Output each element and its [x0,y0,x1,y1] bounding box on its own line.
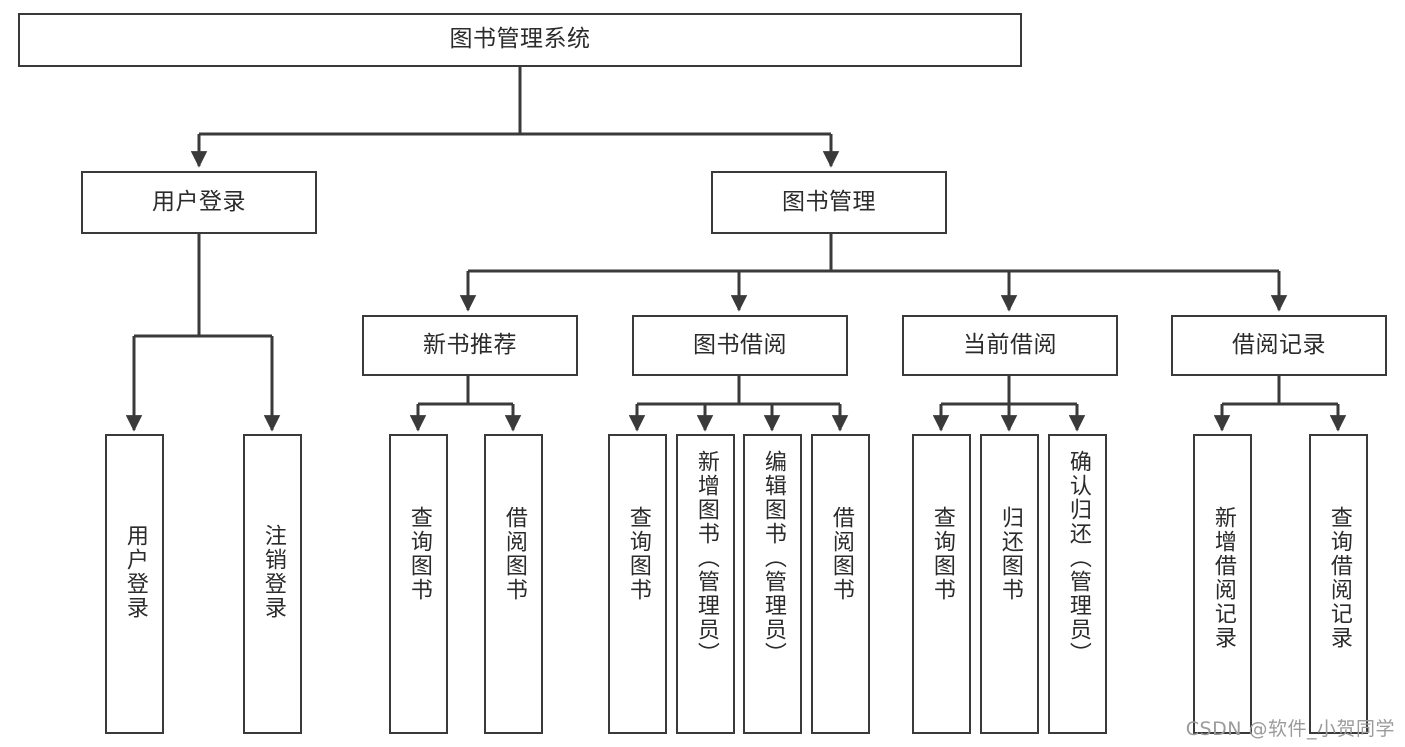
leaf-book-borrow-add-book-admin[interactable]: 新增图书（管理员） [676,434,735,734]
leaf-book-borrow-borrow-book[interactable]: 借阅图书 [811,434,870,734]
node-label: 用户登录 [152,188,246,215]
leaf-label: 编辑图书（管理员） [760,450,786,666]
node-label: 图书管理 [782,188,876,215]
node-label: 当前借阅 [963,331,1057,358]
leaf-label: 查询图书 [929,506,955,602]
node-book-management[interactable]: 图书管理 [711,171,947,234]
leaf-current-borrow-return-book[interactable]: 归还图书 [980,434,1039,734]
leaf-borrow-records-query-record[interactable]: 查询借阅记录 [1309,434,1368,734]
leaf-label: 用户登录 [122,524,148,620]
node-user-login[interactable]: 用户登录 [81,171,317,234]
node-current-borrow[interactable]: 当前借阅 [902,315,1118,376]
leaf-new-book-borrow-book[interactable]: 借阅图书 [484,434,543,734]
leaf-label: 确认归还（管理员） [1065,450,1091,666]
node-book-borrow[interactable]: 图书借阅 [632,315,848,376]
leaf-label: 借阅图书 [828,506,854,602]
node-label: 图书管理系统 [449,26,591,53]
leaf-label: 借阅图书 [501,506,527,602]
leaf-book-borrow-query-book[interactable]: 查询图书 [608,434,667,734]
node-label: 借阅记录 [1232,331,1326,358]
leaf-new-book-query-book[interactable]: 查询图书 [389,434,448,734]
leaf-user-login-login[interactable]: 用户登录 [105,434,164,734]
leaf-current-borrow-query-book[interactable]: 查询图书 [912,434,971,734]
leaf-label: 新增借阅记录 [1210,506,1236,650]
leaf-user-login-logout[interactable]: 注销登录 [243,434,302,734]
leaf-borrow-records-add-record[interactable]: 新增借阅记录 [1193,434,1252,734]
leaf-label: 查询图书 [406,506,432,602]
leaf-label: 查询借阅记录 [1326,506,1352,650]
leaf-current-borrow-confirm-return-admin[interactable]: 确认归还（管理员） [1048,434,1107,734]
leaf-book-borrow-edit-book-admin[interactable]: 编辑图书（管理员） [743,434,802,734]
node-label: 图书借阅 [693,331,787,358]
node-borrow-records[interactable]: 借阅记录 [1171,315,1387,376]
node-new-book-recommend[interactable]: 新书推荐 [362,315,578,376]
leaf-label: 归还图书 [997,506,1023,602]
node-label: 新书推荐 [423,331,517,358]
node-root-book-management-system[interactable]: 图书管理系统 [18,13,1022,67]
leaf-label: 新增图书（管理员） [693,450,719,666]
leaf-label: 注销登录 [260,524,286,620]
leaf-label: 查询图书 [625,506,651,602]
watermark: CSDN @软件_小贺同学 [1185,718,1395,740]
